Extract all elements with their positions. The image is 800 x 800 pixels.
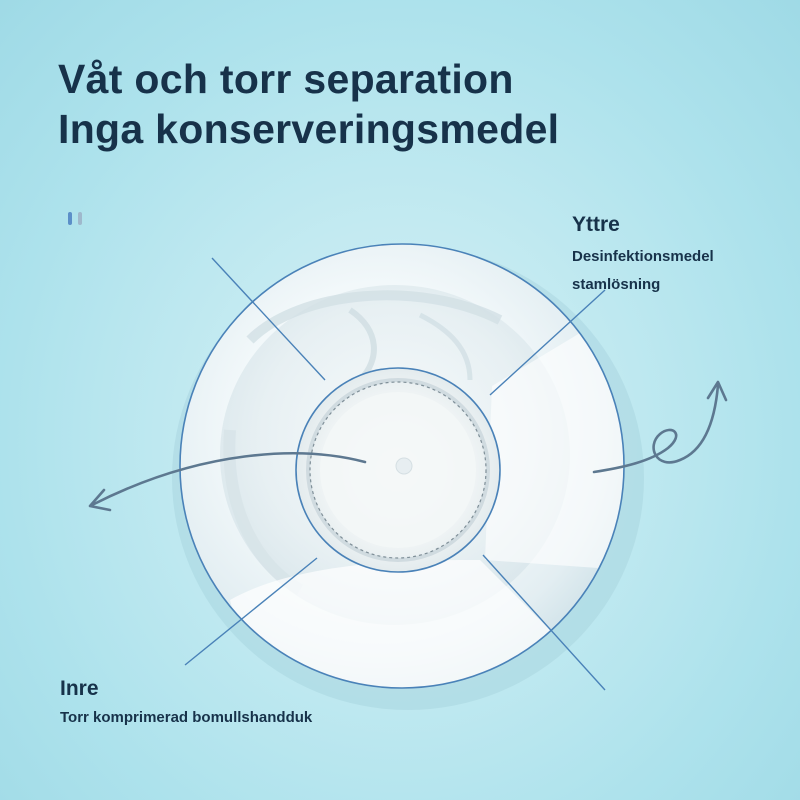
headline-line-2: Inga konserveringsmedel (58, 106, 560, 152)
cut-line-top-right (489, 289, 606, 396)
curly-arrow-right-icon (592, 380, 728, 474)
inner-ring (295, 367, 501, 573)
cut-line-bottom-right (482, 554, 606, 691)
curved-arrow-left-icon (88, 452, 367, 512)
indicator-dots-icon (68, 212, 94, 226)
inner-label-line-1: Torr komprimerad bomullshandduk (60, 709, 313, 726)
headline: Våt och torr separation Inga konserverin… (58, 54, 559, 154)
cut-line-top-left (211, 257, 326, 381)
cut-line-bottom-left (184, 557, 318, 666)
inner-cap-dashed-ring (309, 381, 487, 559)
outer-label-line-2: stamlösning (572, 276, 661, 293)
outer-label-line-1: Desinfektionsmedel (572, 248, 714, 265)
inner-label-title: Inre (60, 677, 99, 700)
headline-line-1: Våt och torr separation (58, 56, 514, 102)
outer-label-title: Yttre (572, 213, 620, 236)
